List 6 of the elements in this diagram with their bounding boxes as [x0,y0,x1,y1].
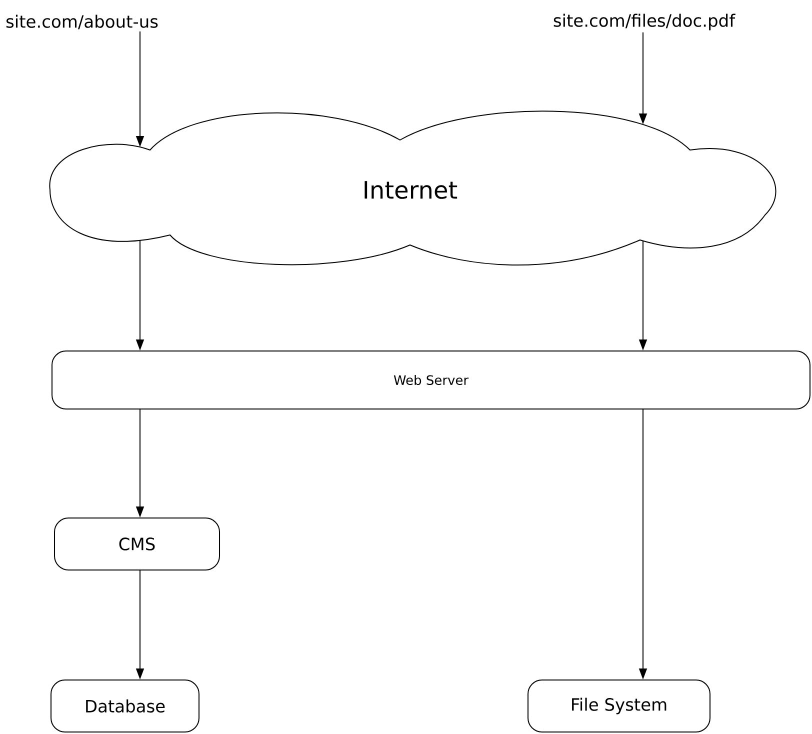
rounded-box: Database [50,680,200,732]
url-text: site.com/files/doc.pdf [554,14,736,30]
rounded-box: File System [528,680,710,732]
rounded-box: CMS [54,518,220,570]
rounded-box: Web Server [52,350,810,410]
url-text: site.com/about-us [6,14,158,30]
